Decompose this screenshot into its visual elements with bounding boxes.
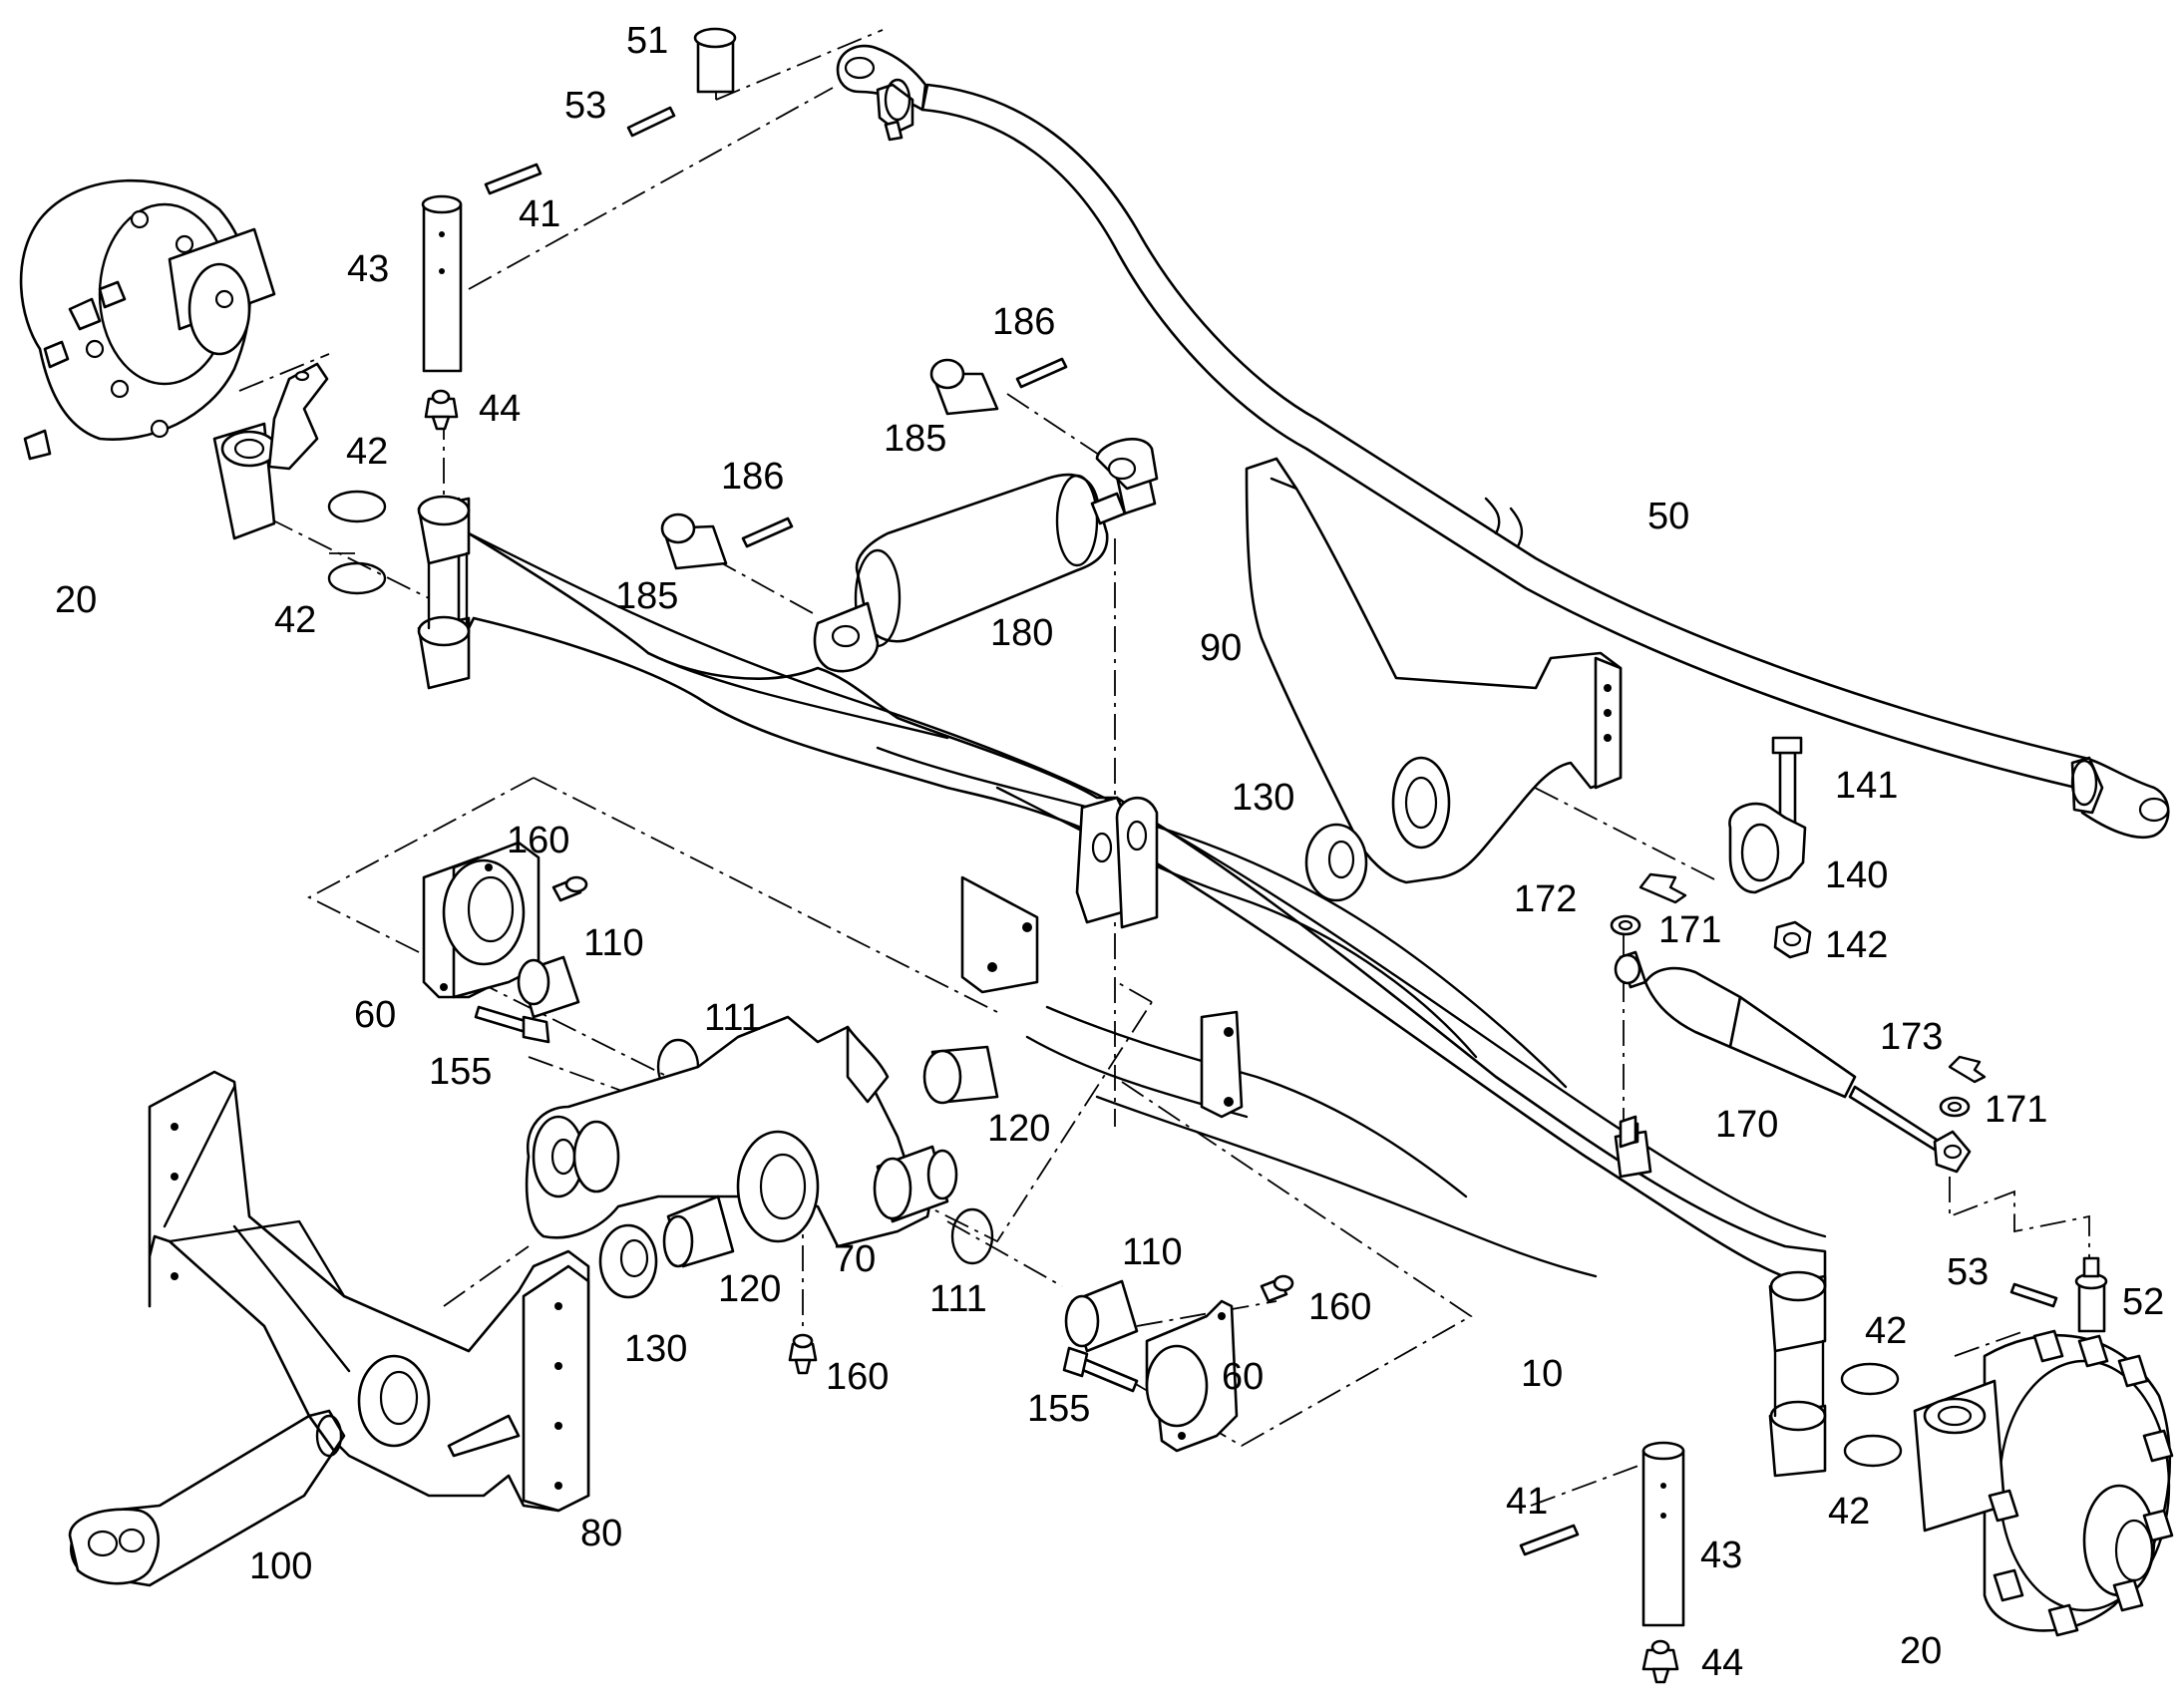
washer-130-bottom xyxy=(598,1223,658,1299)
clamp-140 xyxy=(1728,802,1807,894)
callout-140: 140 xyxy=(1825,854,1888,896)
callout-141: 141 xyxy=(1835,765,1898,807)
washer-171-bottom xyxy=(1939,1096,1971,1118)
callout-20-left: 20 xyxy=(55,579,97,621)
bearing-block-60-left xyxy=(422,841,541,999)
bolt-155-left xyxy=(474,1005,550,1044)
callout-52: 52 xyxy=(2122,1281,2164,1323)
callout-130-top: 130 xyxy=(1232,777,1294,819)
bearing-block-60-right xyxy=(1145,1299,1239,1453)
callout-42-bottom-b: 42 xyxy=(1828,1491,1870,1533)
bolt-155-right xyxy=(1062,1346,1139,1393)
circlip-172 xyxy=(1638,872,1687,904)
bolt-52 xyxy=(2074,1256,2108,1333)
bracket-90 xyxy=(1245,457,1623,884)
nut-142 xyxy=(1773,920,1812,959)
callout-142: 142 xyxy=(1825,924,1888,966)
callout-110-right: 110 xyxy=(1122,1231,1183,1273)
kingpin-43-top xyxy=(421,194,463,373)
callout-labels: 51 53 41 43 44 42 42 20 186 185 186 185 … xyxy=(55,20,2164,1684)
kingpin-43-bottom xyxy=(1641,1441,1685,1627)
bushing-120-right xyxy=(922,1045,999,1105)
bushing-110-left xyxy=(517,955,580,1019)
callout-186-bottom: 186 xyxy=(721,456,784,498)
callout-43-top: 43 xyxy=(347,248,389,290)
callout-170: 170 xyxy=(1715,1104,1778,1146)
chassis-bracket-80 xyxy=(148,1070,590,1513)
tie-rod-50 xyxy=(836,44,2170,840)
callout-155-left: 155 xyxy=(429,1051,492,1093)
grease-nipple-160-top xyxy=(551,875,588,902)
callout-44-top: 44 xyxy=(479,388,521,430)
grease-nipple-160-bottom xyxy=(788,1333,818,1375)
callout-155-right: 155 xyxy=(1027,1388,1090,1430)
callout-60-right: 60 xyxy=(1222,1356,1264,1398)
callout-130-bottom: 130 xyxy=(624,1328,687,1370)
split-pin-186-bottom xyxy=(741,516,794,548)
pivot-block-70 xyxy=(525,1015,958,1248)
callout-80: 80 xyxy=(580,1513,622,1554)
callout-160-right: 160 xyxy=(1308,1286,1371,1328)
split-pin-53-top xyxy=(626,106,676,138)
pin-185-bottom xyxy=(660,512,728,570)
o-ring-111-bottom xyxy=(950,1207,994,1265)
callout-160-bottom: 160 xyxy=(826,1356,889,1398)
callout-70: 70 xyxy=(834,1238,876,1280)
o-ring-42-top xyxy=(327,490,387,595)
strut-pin-stop xyxy=(1619,1115,1637,1149)
wheel-hub-20-left xyxy=(19,178,329,540)
callout-42-top-b: 42 xyxy=(274,599,316,641)
callout-120-right: 120 xyxy=(987,1108,1050,1150)
pivot-shaft-100 xyxy=(68,1409,346,1587)
pin-185-top xyxy=(929,358,999,416)
callout-173: 173 xyxy=(1880,1016,1943,1058)
washer-171-top xyxy=(1610,914,1641,936)
callout-111-bottom: 111 xyxy=(929,1278,987,1320)
callout-111-top: 111 xyxy=(704,997,762,1039)
bushing-110-right xyxy=(1064,1279,1139,1353)
gas-strut-170 xyxy=(1614,950,1972,1174)
callout-10: 10 xyxy=(1521,1353,1563,1395)
callout-50: 50 xyxy=(1647,496,1689,537)
callout-53-top: 53 xyxy=(564,85,606,127)
callout-180: 180 xyxy=(990,612,1053,654)
wheel-hub-20-right xyxy=(1913,1329,2174,1637)
circlip-173 xyxy=(1948,1055,1987,1084)
callout-171-bottom: 171 xyxy=(1985,1089,2047,1131)
callout-185-bottom: 185 xyxy=(615,575,678,617)
callout-185-top: 185 xyxy=(884,418,946,460)
hydraulic-cylinder-180 xyxy=(813,438,1159,673)
grease-nipple-44-bottom xyxy=(1641,1639,1679,1684)
callout-41-bottom: 41 xyxy=(1506,1481,1548,1523)
bolt-51 xyxy=(693,27,737,94)
callout-42-top-a: 42 xyxy=(346,431,388,473)
split-pin-53-bottom xyxy=(2009,1282,2058,1308)
callout-51: 51 xyxy=(626,20,668,62)
roll-pin-41-bottom xyxy=(1519,1524,1580,1556)
callout-43-bottom: 43 xyxy=(1700,1535,1742,1576)
o-ring-42-bottom xyxy=(1840,1362,1903,1468)
washer-130-top xyxy=(1304,823,1368,902)
split-pin-186-top xyxy=(1015,357,1068,389)
bushing-120-left xyxy=(662,1195,735,1268)
callout-60-left: 60 xyxy=(354,994,396,1036)
callout-171-top: 171 xyxy=(1658,909,1721,951)
grease-nipple-44-top xyxy=(424,389,459,431)
callout-110-left: 110 xyxy=(583,922,644,964)
callout-44-bottom: 44 xyxy=(1701,1642,1743,1684)
callout-20-right: 20 xyxy=(1900,1630,1942,1672)
callout-120-left: 120 xyxy=(718,1268,781,1310)
grease-nipple-160-right xyxy=(1260,1274,1294,1303)
axle-beam-10 xyxy=(417,495,1827,1478)
callout-172: 172 xyxy=(1514,878,1577,920)
callout-100: 100 xyxy=(249,1545,312,1587)
callout-186-top: 186 xyxy=(992,301,1055,343)
roll-pin-41-top xyxy=(484,163,543,195)
callout-90: 90 xyxy=(1200,627,1242,669)
callout-160-top: 160 xyxy=(507,820,569,861)
callout-53-bottom: 53 xyxy=(1947,1251,1989,1293)
callout-41-top: 41 xyxy=(519,193,560,235)
callout-42-bottom-a: 42 xyxy=(1865,1310,1907,1352)
